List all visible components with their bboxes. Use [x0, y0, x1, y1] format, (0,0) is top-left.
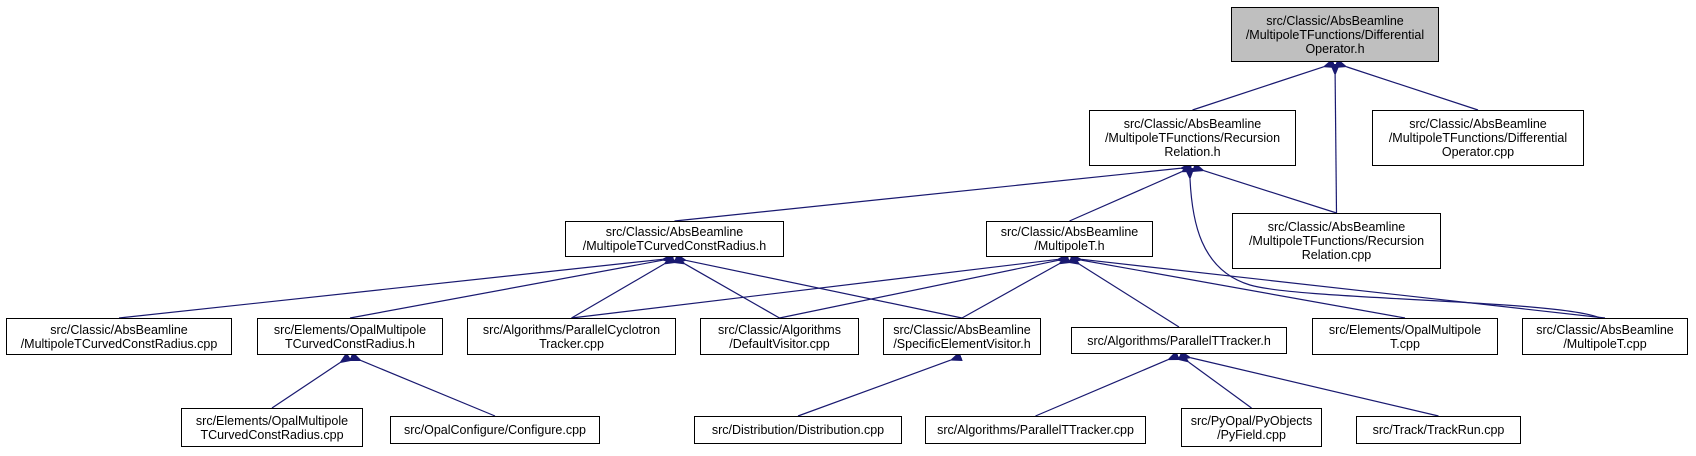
- node-sev-h[interactable]: src/Classic/AbsBeamline/SpecificElementV…: [883, 318, 1041, 355]
- node-label-line: /MultipoleTFunctions/Recursion: [1104, 131, 1281, 145]
- node-label-line: TCurvedConstRadius.h: [285, 336, 415, 351]
- edge-multipolet_cpp-to-multipolet_h: [1069, 253, 1606, 319]
- edge-sev_h-to-multipolet_h: [961, 254, 1072, 319]
- node-label-line: /SpecificElementVisitor.h: [893, 336, 1031, 351]
- node-configure-cpp[interactable]: src/OpalConfigure/Configure.cpp: [390, 416, 600, 444]
- node-label-line: /MultipoleTFunctions/Differential: [1245, 27, 1425, 42]
- node-label-line: TCurvedConstRadius.cpp: [200, 427, 344, 442]
- node-label-line: src/Classic/AbsBeamline: [50, 322, 188, 337]
- node-label-line: src/Classic/Algorithms: [718, 322, 841, 337]
- node-label-line: src/Algorithms/ParallelTTracker.h: [1087, 333, 1271, 348]
- node-label-line: src/Classic/AbsBeamline: [1000, 225, 1139, 239]
- edge-diffop_cpp-to-diffop_h: [1334, 58, 1479, 111]
- node-label-line: /MultipoleTCurvedConstRadius.cpp: [20, 336, 218, 351]
- edge-curved_cpp-to-curved_h: [118, 253, 675, 319]
- edge-recrel_cpp-to-diffop_h: [1330, 63, 1341, 214]
- node-label-line: Operator.cpp: [1441, 145, 1515, 159]
- node-recrel-cpp[interactable]: src/Classic/AbsBeamline/MultipoleTFuncti…: [1232, 213, 1441, 269]
- node-label-line: src/Elements/OpalMultipole: [195, 413, 349, 428]
- node-label-line: src/Classic/AbsBeamline: [605, 225, 744, 239]
- node-label-line: /DefaultVisitor.cpp: [729, 336, 830, 351]
- node-ptt-h[interactable]: src/Algorithms/ParallelTTracker.h: [1071, 327, 1287, 354]
- node-label-line: src/PyOpal/PyObjects: [1190, 413, 1313, 428]
- edge-trackrun_cpp-to-ptt_h: [1178, 350, 1439, 417]
- edge-sev_h-to-curved_h: [674, 253, 963, 319]
- node-diffop-cpp[interactable]: src/Classic/AbsBeamline/MultipoleTFuncti…: [1372, 110, 1584, 166]
- node-label-line: Relation.cpp: [1301, 248, 1372, 262]
- node-label-line: src/Classic/AbsBeamline: [1123, 117, 1262, 131]
- node-label-line: /MultipoleTFunctions/Recursion: [1248, 234, 1425, 248]
- node-diffop-h[interactable]: src/Classic/AbsBeamline/MultipoleTFuncti…: [1231, 7, 1439, 62]
- node-label-line: /MultipoleTFunctions/Differential: [1388, 131, 1568, 145]
- edge-ptt_cpp-to-ptt_h: [1035, 350, 1181, 417]
- edge-multipolet_h-to-recrel_h: [1069, 162, 1194, 222]
- node-multipolet-h[interactable]: src/Classic/AbsBeamline/MultipoleT.h: [986, 221, 1153, 257]
- node-ptt-cpp[interactable]: src/Algorithms/ParallelTTracker.cpp: [925, 416, 1146, 444]
- node-label-line: src/Track/TrackRun.cpp: [1372, 423, 1505, 437]
- node-label-line: src/OpalConfigure/Configure.cpp: [403, 423, 587, 437]
- node-label-line: src/Elements/OpalMultipole: [1328, 322, 1482, 337]
- node-label-line: src/Classic/AbsBeamline: [1266, 13, 1404, 28]
- node-multipolet-cpp[interactable]: src/Classic/AbsBeamline/MultipoleT.cpp: [1522, 318, 1688, 355]
- edge-multipolet_cpp-to-recrel_h: [1184, 167, 1601, 319]
- node-label-line: /MultipoleT.h: [1034, 239, 1105, 253]
- node-trackrun-cpp[interactable]: src/Track/TrackRun.cpp: [1356, 416, 1521, 444]
- node-label-line: src/Algorithms/ParallelTTracker.cpp: [937, 423, 1134, 437]
- node-label-line: src/Classic/AbsBeamline: [1536, 322, 1674, 337]
- edge-ptt_h-to-multipolet_h: [1067, 254, 1180, 328]
- edge-opal_mt_cpp-to-multipolet_h: [1069, 253, 1406, 319]
- node-curved-cpp[interactable]: src/Classic/AbsBeamline/MultipoleTCurved…: [6, 318, 232, 355]
- node-label-line: src/Classic/AbsBeamline: [1267, 220, 1406, 234]
- node-label-line: src/Algorithms/ParallelCyclotron: [482, 322, 661, 337]
- node-label-line: src/Distribution/Distribution.cpp: [711, 423, 885, 437]
- node-recrel-h[interactable]: src/Classic/AbsBeamline/MultipoleTFuncti…: [1089, 110, 1296, 166]
- edge-configure_cpp-to-opal_curved_h: [349, 351, 496, 417]
- edge-recrel_h-to-diffop_h: [1192, 58, 1336, 111]
- node-defvis-cpp[interactable]: src/Classic/Algorithms/DefaultVisitor.cp…: [700, 318, 859, 355]
- edge-defvis_cpp-to-curved_h: [672, 254, 780, 319]
- node-label-line: src/Elements/OpalMultipole: [273, 322, 427, 337]
- node-pyfield-cpp[interactable]: src/PyOpal/PyObjects/PyField.cpp: [1181, 408, 1322, 447]
- node-label-line: /PyField.cpp: [1217, 427, 1286, 442]
- edge-opal_curved_cpp-to-opal_curved_h: [271, 352, 352, 409]
- node-label-line: /MultipoleT.cpp: [1563, 336, 1647, 351]
- edge-pct_cpp-to-curved_h: [571, 254, 677, 319]
- edge-recrel_cpp-to-recrel_h: [1191, 162, 1337, 214]
- node-label-line: src/Classic/AbsBeamline: [893, 322, 1031, 337]
- edge-pct_cpp-to-multipolet_h: [571, 253, 1070, 319]
- edge-defvis_cpp-to-multipolet_h: [779, 253, 1070, 319]
- node-label-line: Tracker.cpp: [539, 336, 604, 351]
- node-distribution-cpp[interactable]: src/Distribution/Distribution.cpp: [694, 416, 902, 444]
- edge-opal_curved_h-to-curved_h: [349, 253, 675, 319]
- edge-distribution_cpp-to-sev_h: [797, 351, 963, 417]
- node-label-line: Relation.h: [1164, 145, 1221, 159]
- edge-pyfield_cpp-to-ptt_h: [1176, 351, 1252, 409]
- edge-curved_h-to-recrel_h: [674, 162, 1193, 222]
- node-label-line: src/Classic/AbsBeamline: [1409, 117, 1547, 131]
- node-curved-h[interactable]: src/Classic/AbsBeamline/MultipoleTCurved…: [565, 221, 784, 257]
- node-label-line: /MultipoleTCurvedConstRadius.h: [582, 239, 767, 253]
- node-label-line: T.cpp: [1390, 336, 1420, 351]
- node-label-line: Operator.h: [1305, 41, 1365, 56]
